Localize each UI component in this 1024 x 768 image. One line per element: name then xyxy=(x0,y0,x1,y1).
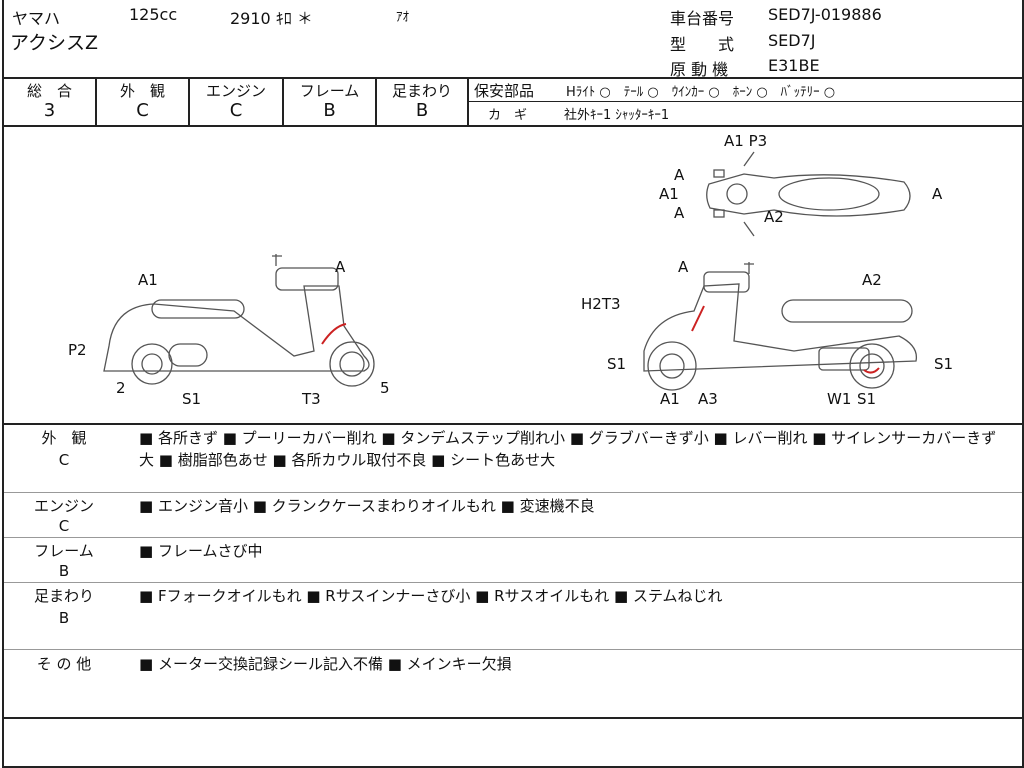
grade-frame: B xyxy=(323,100,336,121)
damage-label: T3 xyxy=(302,390,321,408)
scooter-right-view xyxy=(643,262,918,391)
maker: ヤマハ xyxy=(12,9,61,28)
frame-no-label: 車台番号 xyxy=(670,9,735,28)
damage-label: S1 xyxy=(857,390,877,408)
damage-label: 2 xyxy=(116,379,126,397)
damage-label: H2T3 xyxy=(581,295,621,313)
damage-label: A xyxy=(678,258,689,276)
grade-suspension-label: 足まわり xyxy=(391,82,452,100)
scooter-diagram xyxy=(103,151,918,391)
engine-label: 原 動 機 xyxy=(670,60,729,79)
engine-value: E31BE xyxy=(768,56,820,75)
grade-exterior-label: 外 観 xyxy=(119,82,165,100)
damage-label: A1 xyxy=(660,390,680,408)
damage-label: A2 xyxy=(764,208,784,226)
type-label: 型 式 xyxy=(670,35,735,54)
damage-label: 5 xyxy=(380,379,390,397)
grade-engine: C xyxy=(229,100,243,121)
frame-no: SED7J-019886 xyxy=(768,5,882,24)
damage-label: A1 xyxy=(138,271,158,289)
scooter-left-view xyxy=(103,254,375,387)
damage-label: S1 xyxy=(934,355,954,373)
damage-label: W1 xyxy=(827,390,852,408)
grade-suspension: B xyxy=(415,100,429,121)
damage-label: A3 xyxy=(698,390,718,408)
keys: 社外ｷｰ1 ｼｬｯﾀｰｷｰ1 xyxy=(564,108,670,123)
key-label: カ ギ xyxy=(488,108,528,123)
damage-label: P2 xyxy=(68,341,87,359)
color: ｱｵ xyxy=(396,10,409,25)
damage-label: A xyxy=(932,185,943,203)
grade-frame-label: フレーム xyxy=(299,82,360,100)
damage-label: A xyxy=(674,204,685,222)
damage-label: S1 xyxy=(607,355,627,373)
grade-exterior: C xyxy=(136,100,149,121)
safety-items: Hﾗｲﾄ ○ ﾃｰﾙ ○ ｳｲﾝｶｰ ○ ﾎｰﾝ ○ ﾊﾞｯﾃﾘｰ ○ xyxy=(566,85,836,100)
damage-label: A1 P3 xyxy=(724,132,768,150)
damage-label: A xyxy=(335,258,346,276)
damage-label: A1 xyxy=(659,185,679,203)
grade-overall: 3 xyxy=(43,100,56,121)
type-value: SED7J xyxy=(768,31,816,50)
mileage: 2910 ｷﾛ ＊ xyxy=(230,9,313,28)
damage-label: A xyxy=(674,166,685,184)
scooter-top-view xyxy=(706,151,911,237)
safety-label: 保安部品 xyxy=(474,82,535,100)
grade-overall-label: 総 合 xyxy=(26,82,72,100)
grade-engine-label: エンジン xyxy=(205,82,266,100)
displacement: 125cc xyxy=(129,5,178,24)
divider xyxy=(4,77,1022,79)
model-name: アクシスZ xyxy=(10,32,99,54)
damage-label: A2 xyxy=(862,271,882,289)
damage-label: S1 xyxy=(182,390,202,408)
